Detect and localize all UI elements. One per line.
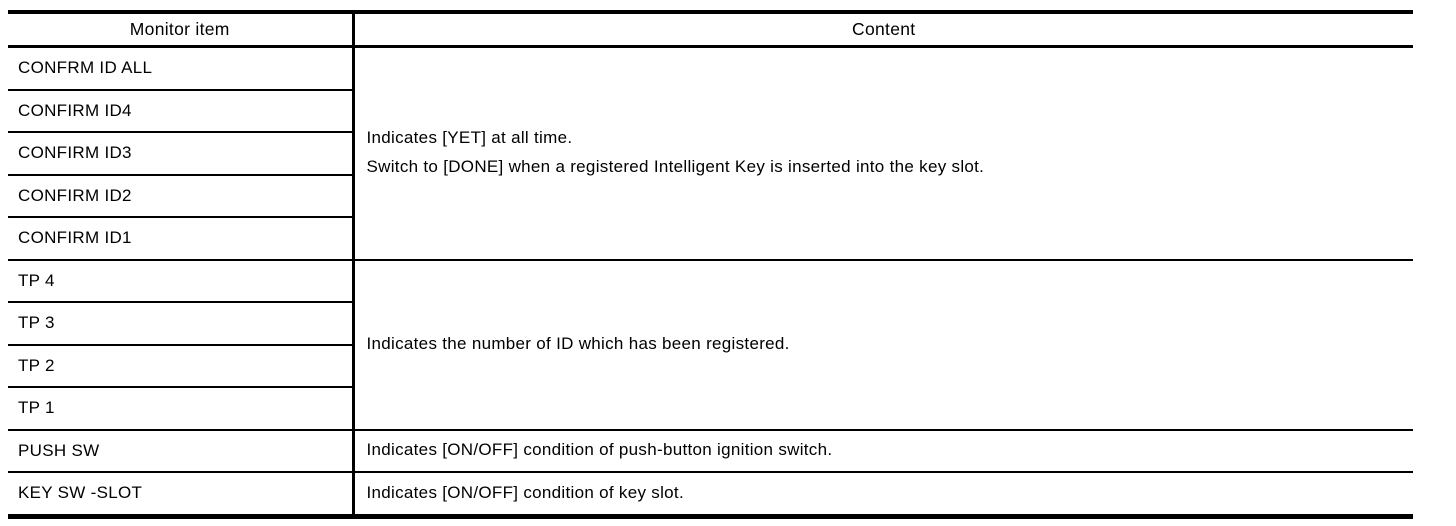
monitor-item-cell: TP 1 <box>8 387 355 431</box>
monitor-item-cell: CONFIRM ID3 <box>8 132 355 176</box>
column-header-content: Content <box>353 12 1413 48</box>
monitor-item-cell: KEY SW -SLOT <box>8 472 355 517</box>
table-row: TP 4 Indicates the number of ID which ha… <box>8 259 1413 431</box>
content-line: Indicates [YET] at all time. <box>366 128 573 148</box>
monitor-item-cell: CONFIRM ID1 <box>8 217 355 261</box>
content-cell: Indicates the number of ID which has bee… <box>353 259 1413 431</box>
content-line: Switch to [DONE] when a registered Intel… <box>366 157 985 177</box>
table-row: PUSH SW Indicates [ON/OFF] condition of … <box>8 429 1413 473</box>
table-header-row: Monitor item Content <box>8 12 1413 48</box>
content-cell: Indicates [ON/OFF] condition of key slot… <box>353 472 1413 517</box>
table-row: TP 1 <box>8 387 1413 431</box>
table-row: TP 3 <box>8 302 1413 346</box>
monitor-item-cell: TP 3 <box>8 302 355 346</box>
document-page: Monitor item Content CONFRM ID ALL Indic… <box>0 10 1456 526</box>
monitor-item-cell: CONFIRM ID4 <box>8 89 355 133</box>
monitor-item-cell: TP 4 <box>8 259 355 303</box>
column-header-monitor-item: Monitor item <box>8 12 355 48</box>
monitor-item-cell: CONFIRM ID2 <box>8 174 355 218</box>
table-row: CONFIRM ID1 <box>8 217 1413 261</box>
table-row: CONFIRM ID3 <box>8 132 1413 176</box>
content-line: Indicates [ON/OFF] condition of key slot… <box>366 482 684 502</box>
monitor-item-table: Monitor item Content CONFRM ID ALL Indic… <box>8 10 1413 519</box>
monitor-item-cell: CONFRM ID ALL <box>8 46 355 91</box>
monitor-item-cell: PUSH SW <box>8 429 355 473</box>
content-cell: Indicates [ON/OFF] condition of push-but… <box>353 429 1413 473</box>
content-cell: Indicates [YET] at all time. Switch to [… <box>353 46 1413 261</box>
table-row: CONFIRM ID2 <box>8 174 1413 218</box>
table-row: CONFRM ID ALL Indicates [YET] at all tim… <box>8 46 1413 261</box>
table-row: CONFIRM ID4 <box>8 89 1413 133</box>
monitor-item-cell: TP 2 <box>8 344 355 388</box>
content-line: Indicates [ON/OFF] condition of push-but… <box>366 440 833 460</box>
table-row: TP 2 <box>8 344 1413 388</box>
content-line: Indicates the number of ID which has bee… <box>366 334 790 354</box>
table-row: KEY SW -SLOT Indicates [ON/OFF] conditio… <box>8 472 1413 517</box>
